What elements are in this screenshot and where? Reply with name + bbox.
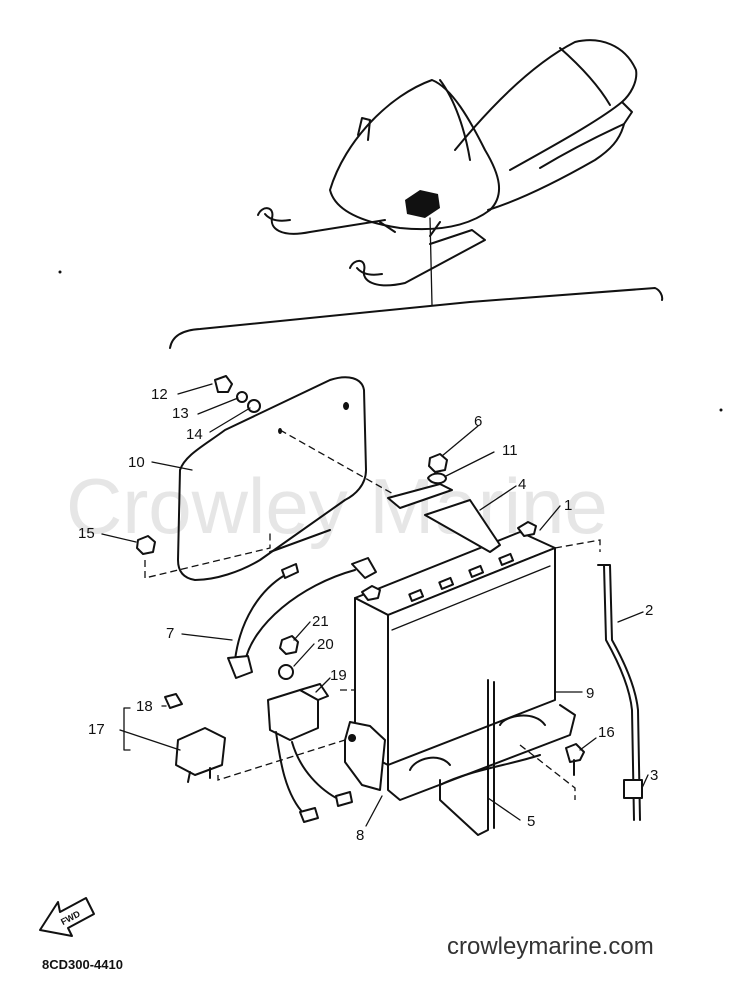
breather-pipe [597,564,635,821]
strap-4 [424,499,501,553]
callout-3: 3 [650,767,658,784]
callout-1: 1 [564,497,572,514]
callout-13: 13 [172,405,189,422]
snowmobile-overview [169,39,664,349]
callout-labels: 1 2 3 4 5 6 7 8 9 10 11 12 13 14 15 16 1… [78,386,658,844]
clip-18 [164,693,183,709]
clamp-3 [623,779,643,799]
strap-bar [387,483,453,509]
relay-17 [175,727,226,783]
callout-2: 2 [645,602,653,619]
battery-tray [387,704,576,801]
callout-17: 17 [88,721,105,738]
callout-11: 11 [502,442,518,459]
callout-16: 16 [598,724,615,741]
callout-14: 14 [186,426,203,443]
callout-15: 15 [78,525,95,542]
callout-19: 19 [330,667,347,684]
callout-12: 12 [151,386,168,403]
callout-6: 6 [474,413,482,430]
callout-9: 9 [586,685,594,702]
nut-15 [136,535,156,555]
band-5 [439,679,489,836]
callout-21: 21 [312,613,329,630]
washer-20 [278,664,294,680]
callout-10: 10 [128,454,145,471]
starter-relay [267,683,353,823]
callout-5: 5 [527,813,535,830]
drawing-code: 8CD300-4410 [42,957,123,972]
fwd-arrow: FWD [39,897,95,937]
battery [354,521,556,766]
battery-location-mark [405,190,440,218]
website-url[interactable]: crowleymarine.com [447,933,654,960]
bolt-16 [565,743,585,763]
callout-7: 7 [166,625,174,642]
callout-4: 4 [518,476,526,493]
callout-20: 20 [317,636,334,653]
wire-lead-7 [227,557,377,679]
screw-group [214,375,261,413]
callout-8: 8 [356,827,364,844]
nut-6 [428,453,448,473]
callout-18: 18 [136,698,153,715]
leader-lines [101,383,649,827]
battery-cover [177,376,367,581]
washer-11 [427,472,447,485]
nut-21 [279,635,299,655]
